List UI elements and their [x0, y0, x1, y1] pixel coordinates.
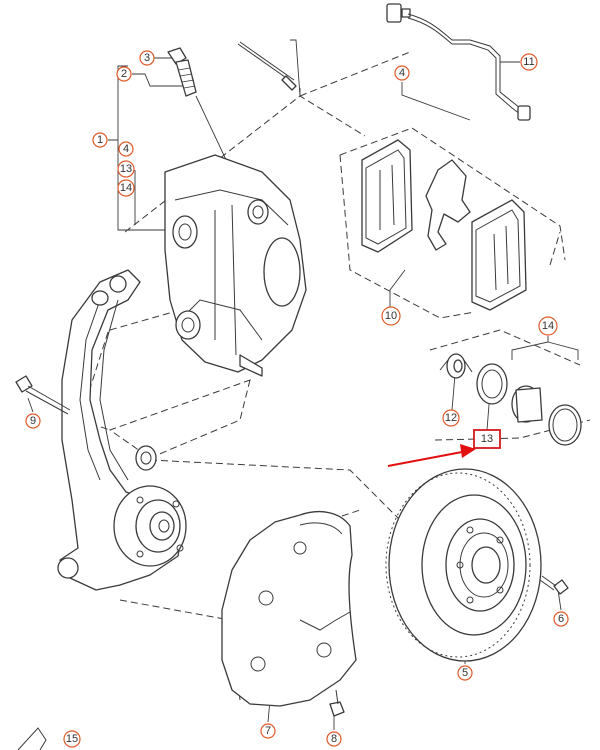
callout-10: 10	[381, 306, 401, 326]
steering-knuckle	[57, 269, 187, 591]
callout-13-right: 13	[481, 433, 493, 445]
red-arrow	[387, 451, 463, 467]
bolt-6	[539, 575, 569, 595]
callout-7-label: 7	[265, 725, 271, 737]
callout-8-label: 8	[331, 733, 337, 745]
highlight-box	[473, 429, 501, 449]
callout-13-left-label: 13	[120, 163, 132, 175]
brake-disc	[385, 468, 542, 662]
callout-6-label: 6	[558, 613, 564, 625]
red-arrow-head	[460, 444, 476, 458]
brake-caliper	[164, 154, 307, 377]
callout-1-label: 1	[97, 134, 103, 146]
callout-8: 8	[326, 731, 342, 747]
callout-4-left-label: 4	[123, 143, 129, 155]
piston-parts	[439, 353, 582, 446]
callout-7: 7	[260, 723, 276, 739]
callout-11-label: 11	[523, 56, 534, 68]
bolt-15-fragment	[17, 727, 47, 750]
splash-shield	[221, 511, 357, 707]
bleed-screw	[167, 47, 246, 201]
callout-5: 5	[457, 665, 473, 681]
callout-12: 12	[442, 409, 460, 427]
callout-4-top-label: 4	[399, 67, 405, 79]
bolt-8	[329, 689, 345, 717]
wear-sensor-cable	[386, 3, 531, 121]
callout-14-right: 14	[538, 316, 558, 336]
callout-13-left: 13	[117, 160, 135, 178]
callout-4-top: 4	[394, 65, 410, 81]
callout-9-label: 9	[30, 415, 36, 427]
callout-2-label: 2	[121, 68, 127, 80]
callout-3: 3	[139, 50, 155, 66]
callout-14-left-label: 14	[120, 182, 132, 194]
callout-2: 2	[116, 66, 132, 82]
bolt-9	[15, 375, 71, 415]
callout-11: 11	[520, 53, 538, 71]
callout-15-label: 15	[66, 733, 78, 745]
callout-15: 15	[63, 730, 81, 748]
highlight-annotation	[387, 429, 501, 467]
callout-3-label: 3	[144, 52, 150, 64]
callout-5-label: 5	[462, 667, 468, 679]
callout-14-left: 14	[117, 179, 135, 197]
callout-4-left: 4	[118, 141, 134, 157]
callout-1: 1	[92, 132, 108, 148]
callout-6: 6	[553, 611, 569, 627]
guide-pin	[237, 41, 297, 91]
brake-pads	[361, 139, 527, 311]
callout-10-label: 10	[385, 310, 397, 322]
leader-lines	[27, 39, 579, 730]
callout-9: 9	[25, 413, 41, 429]
callout-13-right-label: 13	[481, 433, 493, 445]
callout-14-right-label: 14	[542, 320, 554, 332]
callout-12-label: 12	[445, 412, 457, 424]
